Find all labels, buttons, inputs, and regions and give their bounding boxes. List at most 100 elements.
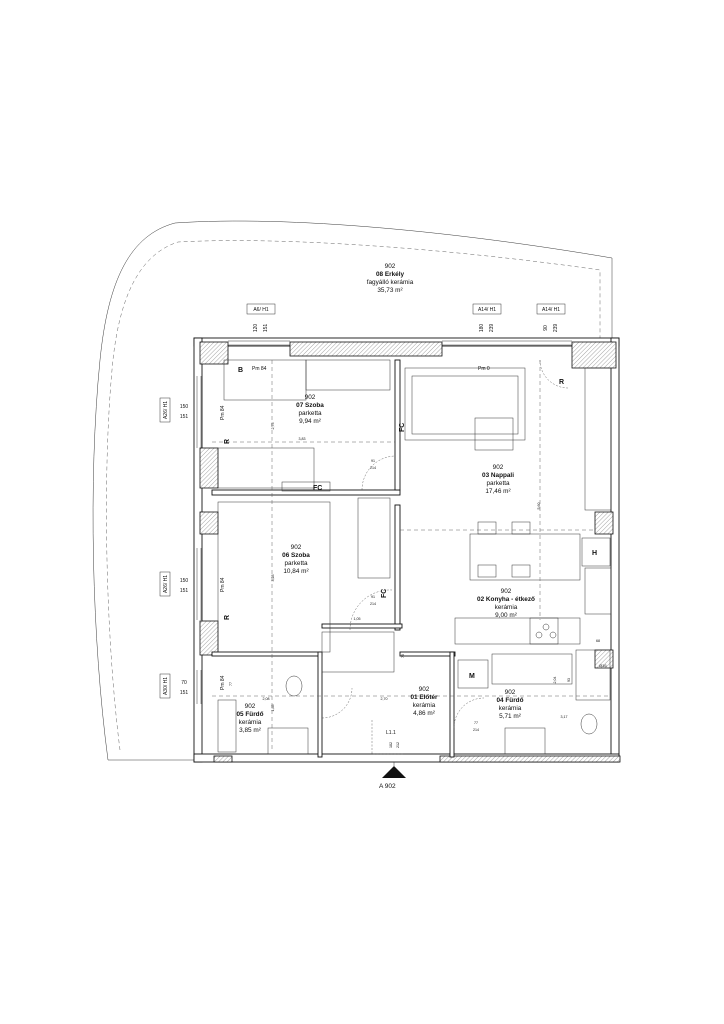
room-area: 10,84 m² [283, 568, 308, 575]
furniture [212, 359, 612, 755]
room-area: 3,85 m² [239, 727, 261, 734]
room-name: 07 Szoba [296, 402, 324, 409]
label-pm84-a: Pm 84 [252, 366, 267, 372]
dim-text: 214 [370, 466, 376, 470]
interior-walls [211, 359, 456, 758]
room-number: 902 [501, 588, 512, 595]
dim-text: 2,75 [271, 423, 275, 430]
room-label-balcony: 902 08 Erkély fagyálló kerámia 35,73 m² [367, 263, 414, 294]
room-number: 902 [505, 689, 516, 696]
room-number: 902 [245, 703, 256, 710]
dim-text: 3,83 [299, 437, 306, 441]
dim-text: 68 [596, 639, 600, 643]
label-fc-horizontal: FC [313, 485, 322, 492]
dim-text: 5,60 [537, 503, 541, 510]
room-name: 04 Fürdő [497, 697, 524, 704]
room-name: 02 Konyha - étkező [477, 596, 535, 603]
room-material: kerámia [499, 705, 522, 712]
room-number: 902 [305, 394, 316, 401]
dimension-texts: 3,83 2,75 91 214 3,28 91 214 1,05 5,60 2… [229, 423, 600, 749]
window-tag-a30: A30/ H1 [163, 677, 169, 695]
room-label-kitchen: 902 02 Konyha - étkező kerámia 9,00 m² [477, 588, 535, 619]
window-dim-a26a-w: 150 [180, 404, 189, 410]
room-area: 5,71 m² [499, 713, 521, 720]
window-tag-a14b: A14/ H1 [542, 307, 560, 313]
room-material: kerámia [495, 604, 518, 611]
room-name: 05 Fürdő [237, 711, 264, 718]
balcony-outline [92, 220, 613, 761]
dim-text: 2,08 [263, 697, 270, 701]
window-dim-a14a-h: 239 [489, 324, 495, 333]
room-label-living: 902 03 Nappali parketta 17,46 m² [482, 464, 514, 495]
room-number: 902 [493, 464, 504, 471]
room-label-bedroom1: 902 07 Szoba parketta 9,94 m² [296, 394, 324, 425]
window-dim-a14b-w: 90 [543, 325, 549, 331]
dim-text: 91 [371, 459, 375, 463]
dim-text: 1,05 [354, 617, 361, 621]
dim-text: 93 [567, 678, 571, 682]
label-pm84-c: Pm 84 [220, 577, 226, 592]
room-area: 17,46 m² [485, 488, 510, 495]
door-swings [321, 359, 569, 755]
label-b: B [238, 367, 243, 374]
dim-text: 3,17 [561, 715, 568, 719]
label-r-1: R [224, 439, 231, 444]
dim-text: 3,28 [271, 575, 275, 582]
label-m: M [469, 673, 475, 680]
room-material: parketta [298, 410, 322, 417]
room-label-bath1: 902 05 Fürdő kerámia 3,85 m² [237, 703, 264, 734]
room-label-bath2: 902 04 Fürdő kerámia 5,71 m² [497, 689, 524, 720]
window-tag-a14a: A14/ H1 [478, 307, 496, 313]
window-tag-a26b: A26/ H1 [163, 575, 169, 593]
window-tags [159, 303, 566, 699]
dim-text: 77 [229, 682, 233, 686]
room-name: 08 Erkély [376, 271, 405, 278]
label-section: A 902 [379, 783, 396, 790]
window-tag-a6: A6/ H1 [253, 307, 269, 313]
label-fc-vertical: FC [399, 423, 406, 432]
room-area: 4,86 m² [413, 710, 435, 717]
label-pm0: Pm 0 [478, 366, 490, 372]
room-name: 06 Szoba [282, 552, 310, 559]
symbols: B FC FC FC R R R H M Pm 84 Pm 84 Pm 84 P… [220, 366, 607, 790]
room-label-bedroom2: 902 06 Szoba parketta 10,84 m² [282, 544, 310, 575]
label-fc-small: FC [381, 589, 388, 598]
room-material: parketta [284, 560, 308, 567]
dim-text: 212 [396, 742, 400, 748]
dim-text: 182 [389, 742, 393, 748]
window-tag-a26a: A26/ H1 [163, 401, 169, 419]
window-dim-a26b-h: 151 [180, 588, 189, 594]
label-l11: L1.1 [386, 730, 396, 736]
label-pm84-b: Pm 84 [220, 405, 226, 420]
room-number: 902 [385, 263, 396, 270]
room-number: 902 [291, 544, 302, 551]
dim-text: 1,85 [271, 705, 275, 712]
dim-text: 77 [474, 721, 478, 725]
room-name: 03 Nappali [482, 472, 514, 479]
room-material: kerámia [413, 702, 436, 709]
room-area: 35,73 m² [377, 287, 402, 294]
dim-text: 214 [473, 728, 479, 732]
dim-text: 214 [370, 602, 376, 606]
room-number: 902 [419, 686, 430, 693]
dim-text: 91 [371, 595, 375, 599]
label-h: H [592, 550, 597, 557]
window-dim-a14b-h: 239 [553, 324, 559, 333]
room-area: 9,00 m² [495, 612, 517, 619]
window-dim-a30-h: 151 [180, 690, 189, 696]
window-dim-a26b-w: 150 [180, 578, 189, 584]
label-r-2: R [224, 615, 231, 620]
label-pm84-d: Pm 84 [220, 675, 226, 690]
dim-text: 2,04 [553, 677, 557, 684]
room-material: kerámia [239, 719, 262, 726]
room-label-hall: 902 01 Előtér kerámia 4,86 m² [411, 686, 439, 717]
label-r-3: R [559, 379, 564, 386]
dim-text: 75 [401, 654, 405, 658]
outer-walls [193, 337, 621, 763]
window-dim-a26a-h: 151 [180, 414, 189, 420]
window-dim-a14a-w: 180 [479, 324, 485, 333]
window-dim-a30-w: 70 [181, 680, 187, 686]
window-tag-texts: A6/ H1 A14/ H1 A14/ H1 A26/ H1 A26/ H1 A… [163, 307, 560, 696]
room-name: 01 Előtér [411, 694, 439, 701]
